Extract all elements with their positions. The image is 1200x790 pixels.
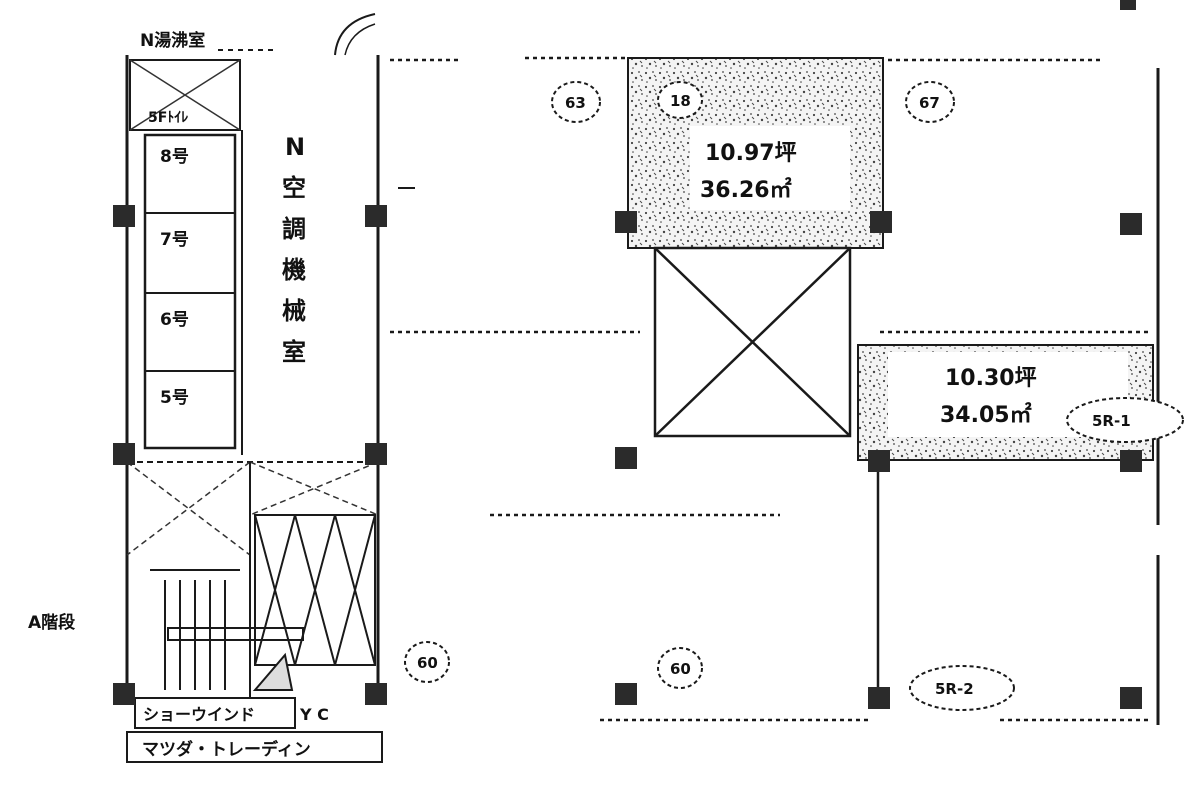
grid-bubble-5r1: 5R-1 [1066,397,1184,443]
svg-text:5R-1: 5R-1 [1092,412,1131,430]
svg-text:60: 60 [670,660,691,678]
showwindow-box [134,697,296,729]
stair-a [150,569,304,691]
lobby-area [126,461,379,700]
room-2-tsubo: 10.30坪 [945,366,1037,391]
svg-text:5R-2: 5R-2 [935,680,974,698]
dotted-walls [390,56,1150,722]
room-1-tsubo: 10.97坪 [705,141,797,166]
machine-room-label: N 空 調 機 械 室 [282,133,306,366]
grid-bubble-2: 18 [657,81,703,119]
column [1120,213,1142,235]
yc-label: Y C [299,705,329,724]
elevator-5: 5号 [160,388,189,408]
grid-bubble-1: 63 [551,81,601,123]
svg-text:18: 18 [670,92,691,110]
grid-bubble-5: 60 [657,647,703,689]
column [615,683,637,705]
stair-lattice [254,514,376,666]
grid-bubble-5r2: 5R-2 [909,665,1015,711]
column [365,683,387,705]
svg-text:空: 空 [282,174,306,202]
svg-text:67: 67 [919,94,940,112]
column [365,205,387,227]
room-1-area: 36.26㎡ [700,177,792,203]
room-2-area: 34.05㎡ [940,402,1032,428]
toilet-room: 5Fﾄｲﾚ [129,59,241,131]
svg-text:N: N [285,133,305,161]
column [365,443,387,465]
column [113,443,135,465]
showwindow-label: ショーウインド [143,705,255,724]
svg-text:械: 械 [282,297,306,325]
column [868,687,890,709]
column [868,450,890,472]
corner-marker [1120,0,1136,10]
elevator-6: 6号 [160,310,189,330]
column [1120,450,1142,472]
crossed-shaft [653,246,852,438]
tenant-sign: マツダ・トレーディン [142,739,311,760]
svg-text:機: 機 [282,256,306,284]
structural-columns [113,205,1142,709]
svg-text:室: 室 [282,338,306,366]
grid-bubble-3: 67 [905,81,955,123]
toilet-label: 5Fﾄｲﾚ [148,110,188,126]
grid-bubble-4: 60 [404,641,450,683]
svg-text:調: 調 [282,215,306,243]
kitchenette-label: N湯沸室 [140,30,205,51]
door-swing [334,13,376,56]
svg-text:63: 63 [565,94,586,112]
column [615,447,637,469]
tenant-sign-box [126,731,383,763]
column [1120,687,1142,709]
column [615,211,637,233]
column [113,205,135,227]
elevator-7: 7号 [160,230,189,250]
svg-text:60: 60 [417,654,438,672]
elevator-stack [143,133,237,450]
column [870,211,892,233]
elevator-8: 8号 [160,147,189,167]
stair-a-label: A階段 [28,612,75,633]
column [113,683,135,705]
